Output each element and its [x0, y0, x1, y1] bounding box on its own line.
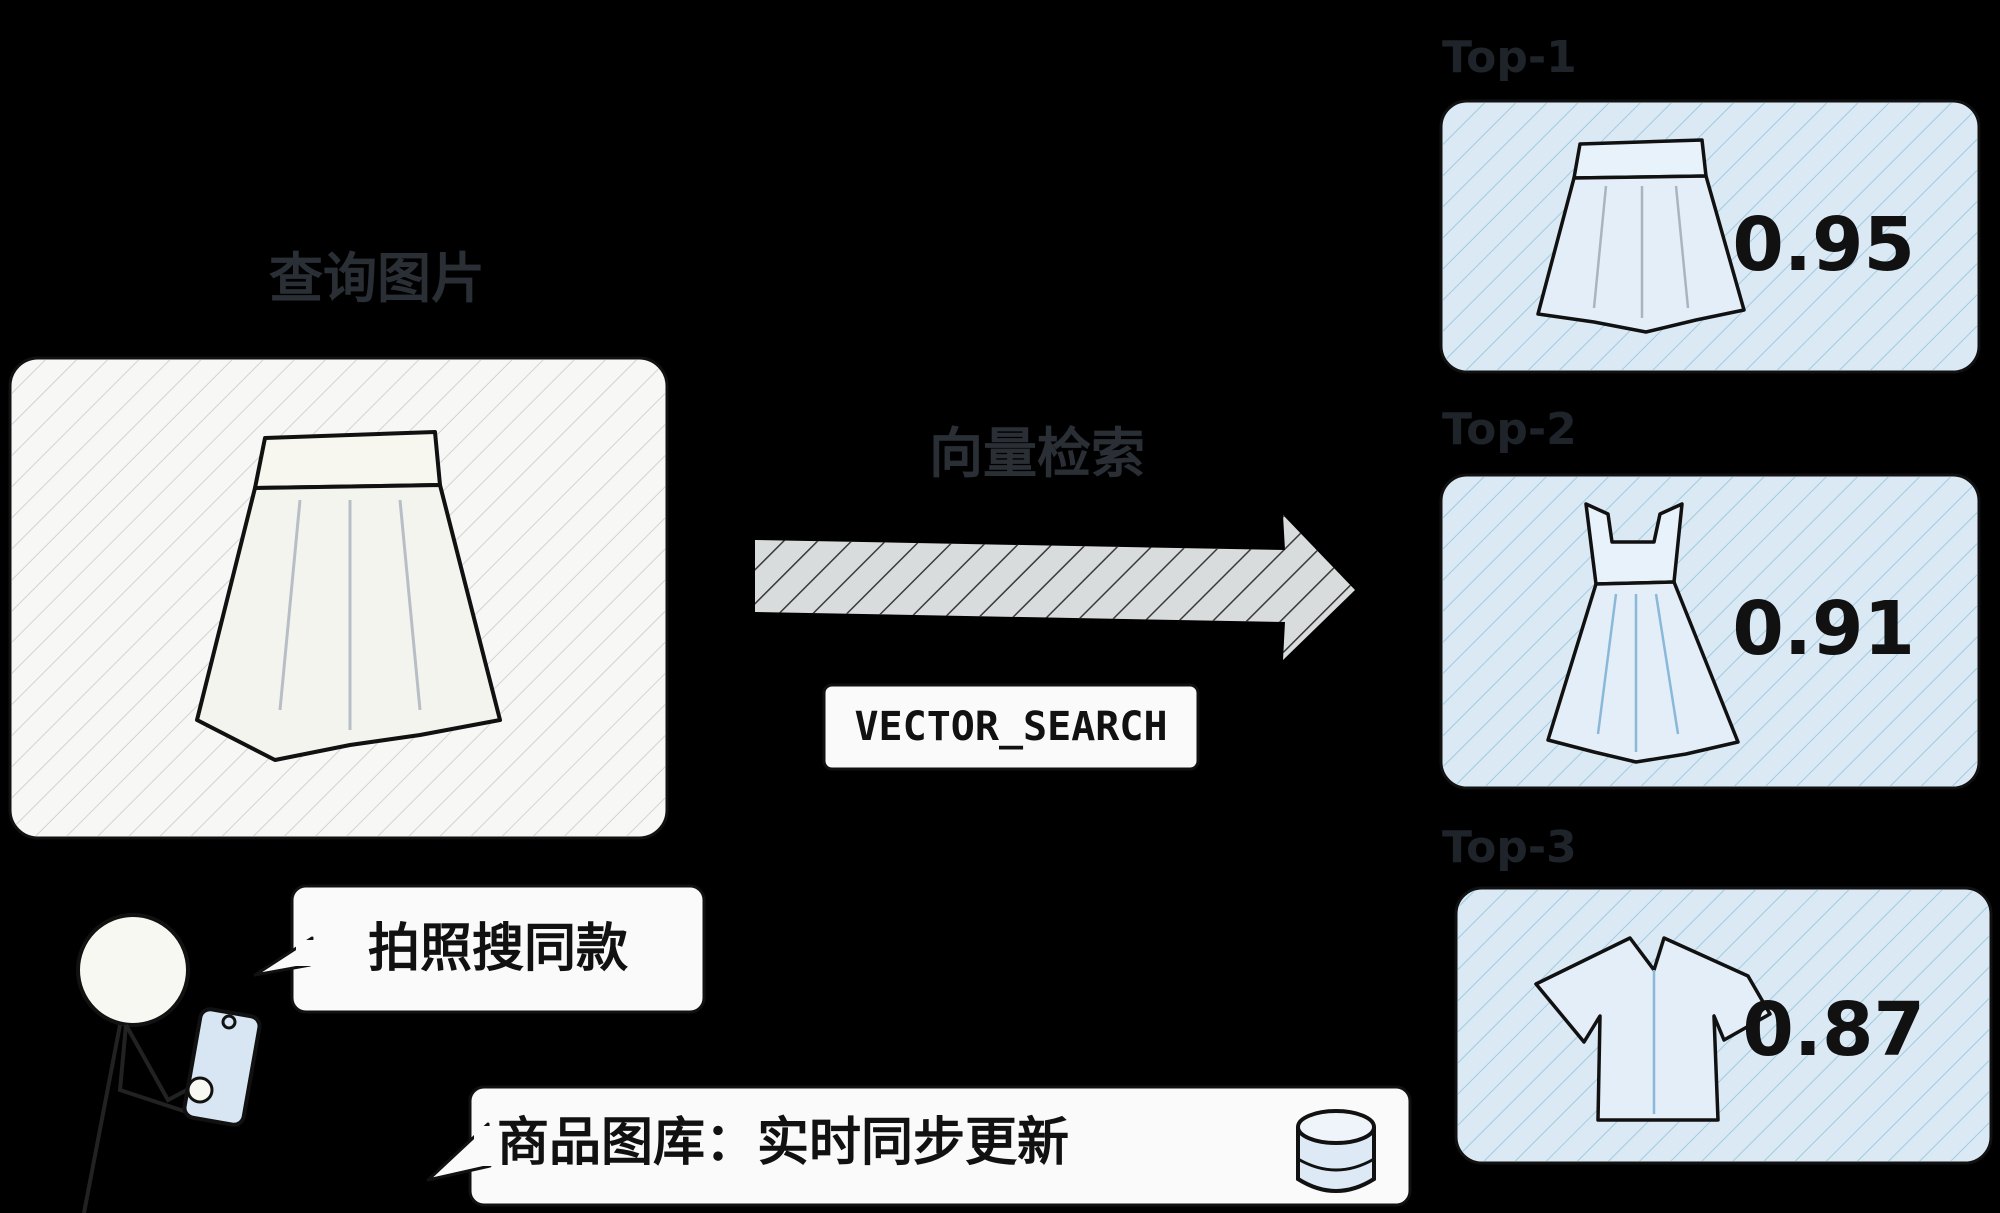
- speech-text: 拍照搜同款: [368, 919, 628, 979]
- result-rank-3: Top-3: [1442, 822, 1577, 873]
- person-with-phone-icon: [76, 913, 262, 1213]
- vector-search-operator: VECTOR_SEARCH: [854, 704, 1167, 750]
- search-arrow: [755, 515, 1355, 660]
- search-title: 向量检索: [929, 422, 1145, 485]
- gallery-text: 商品图库：实时同步更新: [497, 1113, 1069, 1173]
- database-icon: [1296, 1109, 1376, 1193]
- result-rank-1: Top-1: [1442, 32, 1577, 83]
- shirt-icon: [1534, 936, 1772, 1122]
- speech-bubble: 拍照搜同款: [253, 884, 706, 1014]
- dress-icon: [1546, 502, 1740, 764]
- result-score-2: 0.91: [1732, 586, 1915, 672]
- gallery-label: 商品图库：实时同步更新: [426, 1085, 1412, 1207]
- vector-search-label: VECTOR_SEARCH: [822, 683, 1200, 771]
- result-rank-2: Top-2: [1442, 404, 1577, 455]
- result-score-3: 0.87: [1742, 987, 1925, 1073]
- query-title: 查询图片: [269, 247, 485, 310]
- skirt-icon: [1536, 138, 1746, 334]
- skirt-icon: [195, 430, 502, 762]
- result-score-1: 0.95: [1732, 202, 1915, 288]
